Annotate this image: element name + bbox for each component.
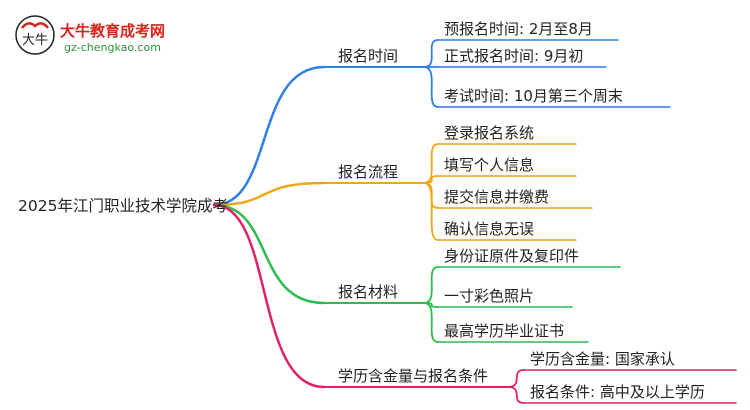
- edge-branch-4-child-1: [507, 369, 525, 388]
- child-label-2-1: 登录报名系统: [444, 124, 535, 142]
- child-label-1-3: 考试时间: 10月第三个周末: [444, 87, 623, 105]
- edge-root-branch-2: [212, 181, 326, 207]
- branch-label-1: 报名时间: [338, 47, 399, 65]
- child-label-4-1: 学历含金量: 国家承认: [530, 350, 675, 368]
- child-label-2-4: 确认信息无误: [444, 220, 535, 238]
- mindmap-root: 2025年江门职业技术学院成考: [18, 197, 228, 215]
- edge-branch-2-child-1: [423, 143, 439, 184]
- child-label-4-2: 报名条件: 高中及以上学历: [530, 383, 705, 401]
- child-label-2-2: 填写个人信息: [444, 156, 535, 174]
- child-label-1-2: 正式报名时间: 9月初: [444, 47, 584, 65]
- bull-logo-icon: 大牛: [15, 15, 55, 55]
- edge-branch-3-child-3: [423, 302, 439, 343]
- branch-label-2: 报名流程: [338, 163, 399, 181]
- child-label-3-3: 最高学历毕业证书: [444, 322, 565, 340]
- edge-branch-4-child-2: [507, 386, 525, 404]
- logo-mark-text: 大牛: [22, 33, 48, 48]
- branch-label-3: 报名材料: [338, 283, 399, 301]
- edge-root-branch-1: [212, 65, 326, 207]
- brand-title: 大牛教育成考网: [60, 22, 166, 40]
- edge-root-branch-3: [212, 203, 326, 305]
- brand-logo: 大牛 大牛教育成考网 gz-chengkao.com: [14, 14, 214, 60]
- branch-label-4: 学历含金量与报名条件: [338, 367, 489, 385]
- brand-url: gz-chengkao.com: [64, 41, 161, 54]
- child-label-3-2: 一寸彩色照片: [444, 287, 535, 305]
- edge-branch-1-child-3: [423, 66, 439, 108]
- edge-branch-2-child-4: [423, 182, 439, 241]
- edge-branch-1-child-1: [423, 39, 439, 68]
- edge-root-branch-4: [212, 203, 326, 389]
- child-label-1-1: 预报名时间: 2月至8月: [444, 20, 593, 38]
- child-label-3-1: 身份证原件及复印件: [444, 247, 580, 265]
- edge-branch-3-child-1: [423, 266, 439, 304]
- child-label-2-3: 提交信息并缴费: [444, 188, 550, 206]
